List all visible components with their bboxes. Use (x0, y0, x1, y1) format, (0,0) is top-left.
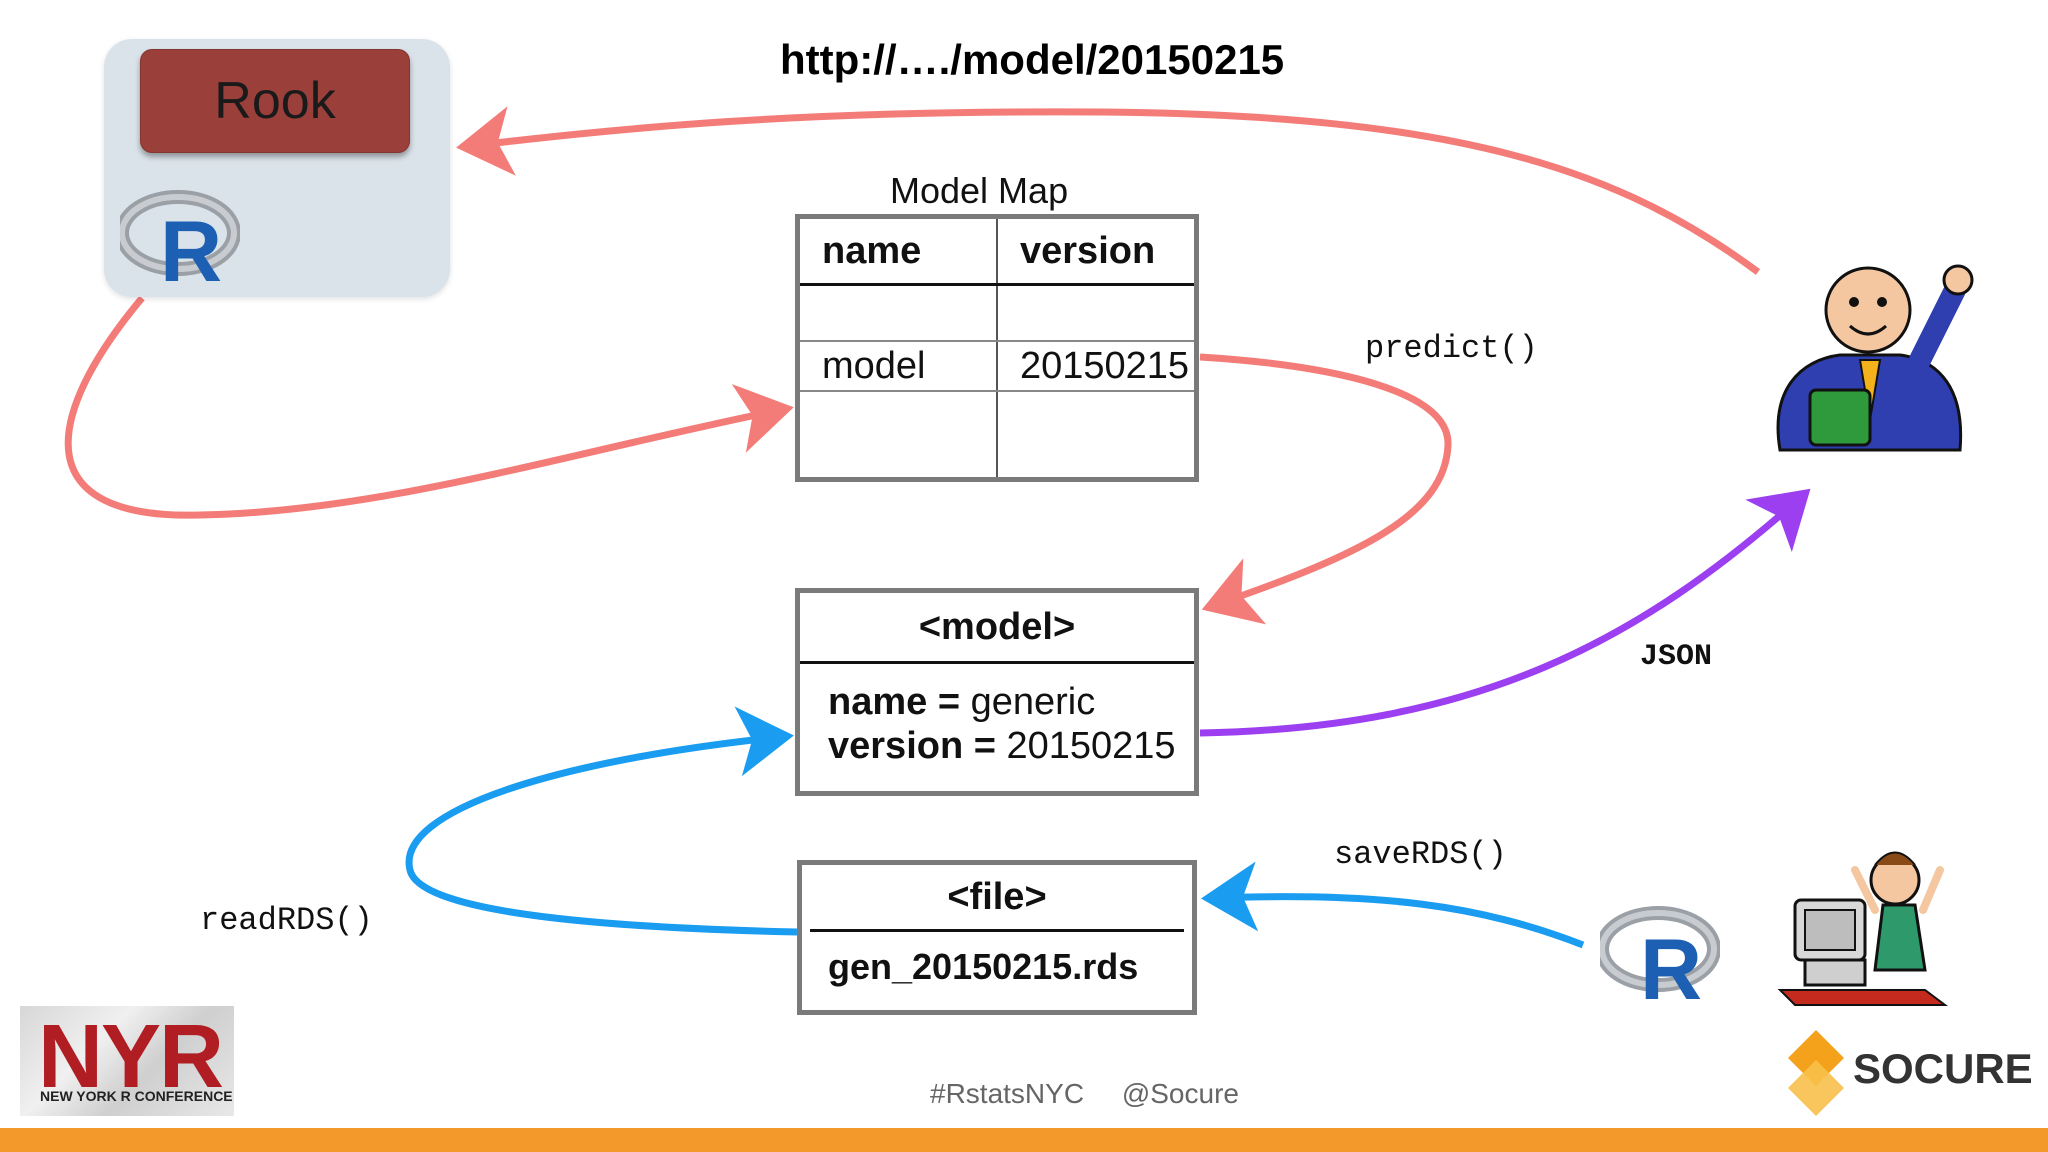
table-cell (996, 391, 1194, 477)
r-logo-icon: R (1600, 906, 1720, 1005)
file-box-title: <file> (810, 865, 1184, 932)
request-url: http://…./model/20150215 (780, 36, 1285, 83)
table-row (800, 284, 1194, 342)
file-box: <file> gen_20150215.rds (797, 860, 1197, 1015)
r-logo-icon: R (120, 190, 240, 289)
model-map-table: name version model 20150215 (795, 214, 1199, 482)
table-cell (996, 284, 1194, 342)
businessman-icon (1776, 264, 1974, 452)
footer-handle: @Socure (1121, 1078, 1239, 1109)
json-arrow (1199, 488, 1811, 737)
model-object-box: <model> name = generic version = 2015021… (795, 588, 1199, 796)
socure-logo-icon (1788, 1030, 1844, 1116)
rook-server-box: Rook R (104, 39, 450, 297)
table-cell: 20150215 (996, 341, 1194, 392)
nyr-logo-letters: NYR (38, 1007, 224, 1107)
socure-logo-text: SOCURE (1853, 1045, 2033, 1092)
r-logo-letter: R (160, 204, 222, 289)
decorative-strip (0, 1128, 2048, 1152)
table-row: model 20150215 (800, 341, 1194, 392)
nyr-logo-subtitle: NEW YORK R CONFERENCE (40, 1088, 233, 1104)
model-map-caption: Model Map (890, 170, 1069, 211)
predict-label: predict() (1365, 330, 1538, 367)
model-map-header-version: version (996, 219, 1194, 286)
predict-arrow (1199, 353, 1452, 625)
readrds-label: readRDS() (200, 902, 373, 939)
table-cell: model (800, 341, 997, 392)
programmer-icon (1777, 851, 1948, 1006)
nyr-logo: NYR NEW YORK R CONFERENCE (20, 1006, 234, 1116)
table-cell (800, 284, 997, 342)
json-label: JSON (1640, 640, 1713, 674)
readrds-arrow (405, 706, 798, 936)
lookup-arrow (64, 295, 794, 519)
model-field-version: version = 20150215 (828, 725, 1176, 767)
model-map-header-name: name (800, 219, 997, 286)
rook-label: Rook (140, 49, 410, 153)
r-logo-letter: R (1640, 922, 1702, 1005)
table-cell (800, 391, 997, 477)
request-arrow (456, 106, 1761, 275)
saverds-label: saveRDS() (1334, 836, 1507, 873)
footer-hashtag: #RstatsNYC (930, 1078, 1085, 1109)
table-row (800, 391, 1194, 477)
footer-tags: #RstatsNYC @Socure (930, 1078, 1269, 1110)
file-name: gen_20150215.rds (828, 946, 1139, 987)
saverds-arrow (1201, 861, 1585, 949)
model-field-name: name = generic (828, 681, 1096, 723)
model-object-title: <model> (800, 593, 1194, 664)
